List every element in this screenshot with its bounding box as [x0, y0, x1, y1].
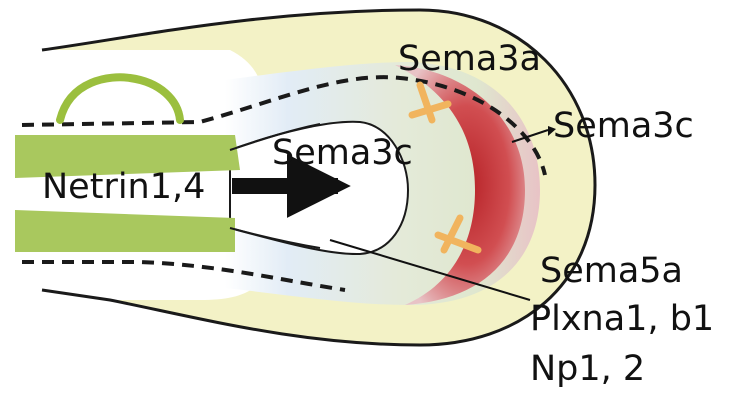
label-netrin: Netrin1,4 [42, 167, 205, 207]
sema5a-pointer-line [329, 239, 531, 301]
label-sema5a: Sema5a [540, 251, 683, 291]
label-np: Np1, 2 [530, 349, 645, 389]
green-band-bottom [15, 210, 235, 252]
receptor-marker-lower [434, 214, 482, 254]
green-arc [56, 73, 184, 124]
label-sema3a: Sema3a [398, 39, 541, 79]
label-sema3c-inner: Sema3c [272, 133, 413, 173]
label-sema3c-outer: Sema3c [553, 106, 694, 146]
red-crescent-zone [395, 65, 525, 305]
sema3c-pointer-line [511, 129, 549, 143]
tube-outline-top [229, 123, 321, 151]
label-plxna: Plxna1, b1 [530, 299, 714, 339]
green-band-top [15, 135, 240, 178]
tube-outline-bottom [229, 227, 321, 249]
dashed-boundary-top [21, 75, 547, 176]
sema3c-pointer-arrowhead [548, 126, 556, 136]
outer-outline [41, 8, 597, 347]
receptor-marker-upper [408, 81, 452, 124]
